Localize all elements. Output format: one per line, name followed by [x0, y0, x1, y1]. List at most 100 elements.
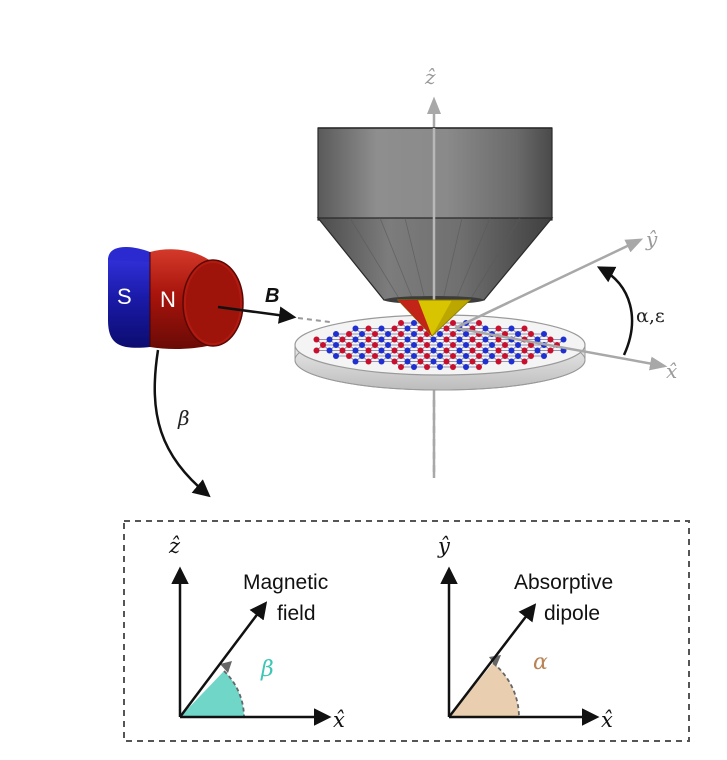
atom-red: [391, 358, 398, 365]
atom-red: [476, 364, 482, 370]
atom-blue: [463, 331, 469, 337]
atom-blue: [352, 336, 359, 343]
atom-blue: [385, 353, 391, 359]
inset-left-horizontal-label: x̂: [333, 708, 345, 732]
atom-red: [528, 342, 534, 348]
atom-blue: [404, 347, 411, 354]
atom-red: [450, 342, 456, 348]
light-cone: [396, 299, 472, 337]
atom-blue: [456, 336, 463, 343]
atom-blue: [385, 342, 391, 348]
atom-blue: [560, 336, 567, 343]
atom-blue: [352, 347, 359, 354]
atom-red: [365, 336, 372, 343]
atom-red: [528, 353, 534, 359]
atom-blue: [456, 347, 463, 354]
atom-red: [469, 336, 476, 343]
atom-blue: [482, 358, 489, 365]
atom-red: [495, 336, 502, 343]
atom-red: [391, 325, 398, 332]
atom-blue: [378, 325, 385, 332]
atom-red: [372, 353, 378, 359]
x-axis-line: [454, 326, 668, 371]
inset-right-title-2: dipole: [544, 602, 600, 625]
atom-red: [398, 353, 404, 359]
atom-blue: [385, 331, 391, 337]
atom-red: [313, 347, 320, 354]
b-field-arrow: [217, 305, 297, 324]
atom-red: [443, 325, 450, 332]
atom-red: [450, 331, 456, 337]
atom-blue: [352, 325, 359, 332]
atom-red: [502, 342, 508, 348]
atom-blue: [430, 336, 437, 343]
y-axis-label: ŷ: [645, 227, 658, 251]
magnet-south-label: S: [117, 284, 132, 309]
atom-blue: [359, 342, 365, 348]
atom-red: [320, 342, 326, 348]
atom-blue: [326, 336, 333, 343]
atom-red: [450, 320, 456, 326]
atom-blue: [463, 342, 469, 348]
atom-blue: [378, 358, 385, 365]
atom-blue: [541, 353, 547, 359]
y-axis-line: [454, 238, 644, 330]
atom-blue: [378, 336, 385, 343]
atom-red: [313, 336, 320, 343]
atom-red: [443, 358, 450, 365]
atom-red: [365, 325, 372, 332]
b-field-label: B: [265, 285, 279, 307]
atom-blue: [359, 331, 365, 337]
inset-right-angle: α: [533, 650, 548, 675]
atom-blue: [411, 320, 417, 326]
atom-blue: [378, 347, 385, 354]
atom-blue: [430, 358, 437, 365]
atom-blue: [437, 331, 443, 337]
atom-blue: [489, 342, 495, 348]
atom-blue: [359, 353, 365, 359]
atom-red: [469, 347, 476, 354]
atom-red: [398, 342, 404, 348]
atom-red: [398, 364, 404, 370]
inset-right-vertical-label: ŷ: [437, 534, 451, 558]
atom-red: [417, 347, 424, 354]
x-axis-label: x̂: [666, 359, 677, 383]
objective-lens: [316, 127, 554, 304]
atom-blue: [508, 347, 515, 354]
atom-red: [424, 364, 430, 370]
atom-blue: [437, 364, 443, 370]
inset-right-title-1: Absorptive: [514, 571, 613, 594]
rotation-label: α,ε: [636, 305, 665, 327]
atom-red: [391, 347, 398, 354]
inset-left-title-1: Magnetic: [243, 571, 328, 594]
atom-red: [450, 353, 456, 359]
atom-blue: [411, 364, 417, 370]
atom-red: [502, 353, 508, 359]
atom-blue: [333, 331, 339, 337]
magnet-north-label: N: [160, 287, 176, 312]
atom-blue: [515, 342, 521, 348]
atom-red: [450, 364, 456, 370]
atom-blue: [352, 358, 359, 365]
atom-red: [417, 325, 424, 332]
atom-red: [398, 320, 404, 326]
atom-red: [469, 358, 476, 365]
atom-red: [424, 342, 430, 348]
atom-red: [528, 331, 534, 337]
atom-red: [443, 336, 450, 343]
inset-right-horizontal-label: x̂: [601, 708, 613, 732]
atom-blue: [482, 336, 489, 343]
atom-blue: [482, 347, 489, 354]
atom-red: [476, 353, 482, 359]
atom-red: [495, 325, 502, 332]
beta-label: β: [177, 406, 190, 430]
atom-blue: [463, 364, 469, 370]
atom-red: [495, 347, 502, 354]
atom-red: [495, 358, 502, 365]
atom-blue: [411, 353, 417, 359]
atom-blue: [430, 347, 437, 354]
atom-blue: [482, 325, 489, 332]
atom-red: [417, 358, 424, 365]
inset-magnetic-field: [171, 566, 332, 726]
atom-red: [521, 358, 528, 365]
